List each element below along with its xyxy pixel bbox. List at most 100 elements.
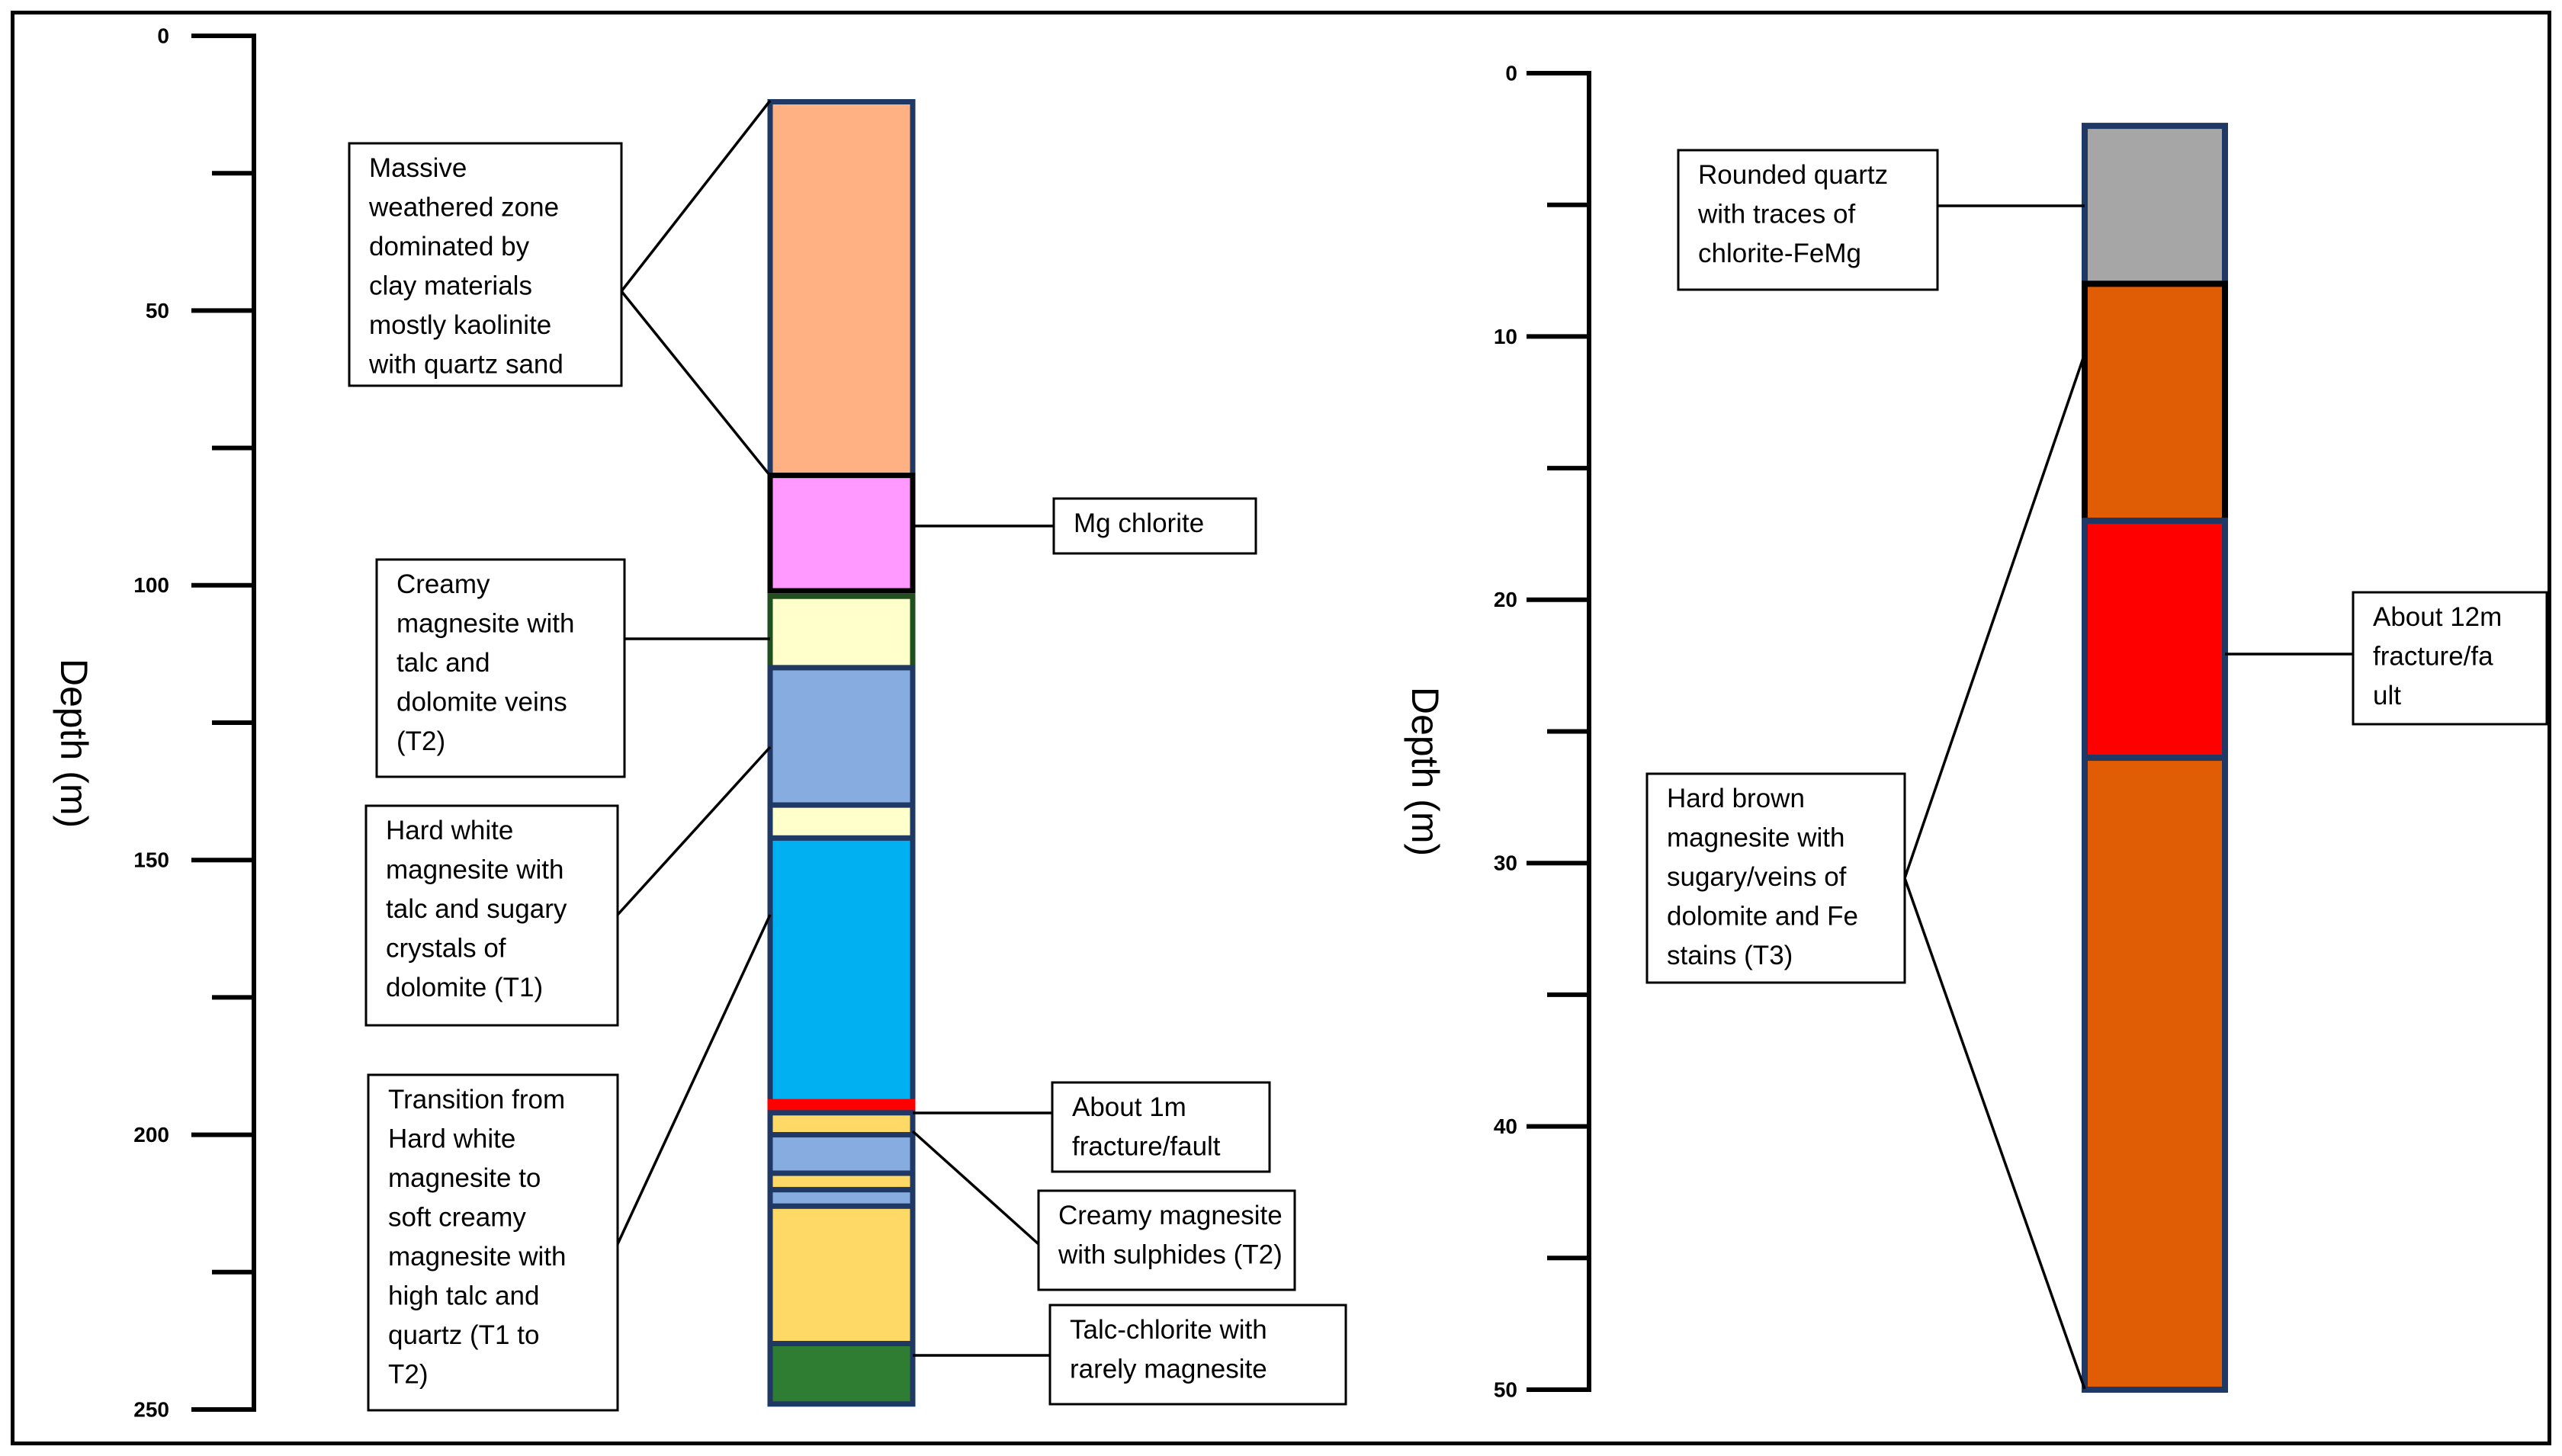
annotation-line: with quartz sand [368, 350, 563, 380]
annotation-text: Talc-chlorite with rarely magnesite [1070, 1315, 1267, 1384]
leader-line [911, 1130, 1040, 1246]
annotation-box [1051, 1081, 1271, 1173]
annotation-box [348, 142, 623, 387]
annotation-line: soft creamy [388, 1203, 526, 1233]
annotation-text: Mg chlorite [1074, 508, 1204, 538]
annotation-line: talc and [396, 648, 490, 678]
depth-tick-label: 10 [1494, 325, 1517, 348]
annotation-line: Hard brown [1667, 784, 1805, 813]
axis-title-depth: Depth (m) [1404, 687, 1446, 856]
leader-line [616, 914, 772, 1245]
annotation-line: weathered zone [368, 193, 559, 223]
annotation-box [1048, 1304, 1347, 1406]
lithology-layer [767, 98, 916, 479]
annotation-box [1677, 149, 1939, 291]
annotation-box [367, 1073, 619, 1412]
annotation-line: dominated by [369, 232, 530, 261]
annotation-line: quartz (T1 to [388, 1320, 539, 1350]
annotation-line: with traces of [1697, 200, 1855, 229]
depth-tick-label: 0 [1505, 61, 1517, 85]
annotation-line: Rounded quartz [1698, 160, 1888, 190]
annotation-line: magnesite with [388, 1242, 566, 1272]
annotation-box [1037, 1189, 1296, 1291]
annotation-box [1645, 772, 1906, 984]
annotation-line: magnesite with [396, 609, 574, 639]
annotation-text: Creamy magnesite with talc and dolomite vei… [396, 569, 574, 756]
leader-line [1903, 877, 2086, 1390]
depth-tick-label: 50 [1494, 1377, 1517, 1401]
depth-tick-label: 20 [1494, 588, 1517, 611]
lithology-layer [767, 802, 916, 841]
annotation-text: Massive weathered zone dominated by clay ma… [368, 153, 563, 380]
annotation-line: Mg chlorite [1074, 508, 1204, 538]
annotation-line: About 1m [1072, 1092, 1186, 1122]
annotation-line: Creamy magnesite [1058, 1201, 1283, 1230]
annotation-line: rarely magnesite [1070, 1355, 1267, 1384]
lithology-layer [2082, 518, 2228, 762]
depth-tick-label: 0 [157, 24, 169, 47]
annotation-text: Hard brown magnesite with sugary/veins of d… [1667, 784, 1858, 970]
annotation-line: high talc and [388, 1281, 539, 1311]
annotation-line: Transition from [388, 1085, 565, 1114]
lithology-layer [767, 593, 916, 671]
annotation-text: About 12m fracture/fa ult [2373, 602, 2502, 710]
annotation-line: dolomite (T1) [386, 973, 543, 1002]
annotation-line: magnesite to [388, 1163, 541, 1193]
leader-line [620, 290, 772, 477]
annotation-line: Creamy [396, 569, 490, 599]
annotation-line: Talc-chlorite with [1070, 1315, 1267, 1345]
annotation-line: fracture/fault [1072, 1132, 1221, 1162]
annotation-line: dolomite and Fe [1667, 902, 1858, 932]
annotation-line: Hard white [388, 1124, 515, 1154]
depth-tick-label: 200 [133, 1123, 169, 1147]
annotation-line: talc and sugary [386, 894, 567, 924]
annotation-line: magnesite with [1667, 823, 1844, 853]
lithology-layer [767, 665, 916, 808]
lithology-layer [2082, 755, 2228, 1393]
leader-line [1903, 353, 2086, 879]
leader-line [616, 746, 772, 916]
annotation-text: Creamy magnesite with sulphides (T2) [1058, 1201, 1283, 1270]
depth-tick-label: 50 [146, 299, 169, 322]
annotation-line: mostly kaolinite [369, 310, 551, 340]
depth-tick-label: 100 [133, 573, 169, 597]
annotation-line: fracture/fa [2373, 642, 2493, 672]
depth-tick-label: 40 [1494, 1114, 1517, 1138]
annotation-text: Rounded quartz with traces of chlorite-FeM… [1697, 160, 1888, 268]
lithology-layer [767, 835, 916, 1105]
depth-tick-label: 150 [133, 848, 169, 872]
lithology-layer [767, 1132, 916, 1176]
annotation-line: Massive [369, 153, 467, 183]
lithology-layer [2082, 281, 2228, 524]
annotation-line: stains (T3) [1667, 941, 1793, 970]
annotation-box [375, 558, 626, 778]
annotation-line: dolomite veins [396, 688, 567, 717]
annotation-line: T2) [388, 1360, 429, 1390]
annotation-line: ult [2373, 681, 2401, 710]
annotation-line: with sulphides (T2) [1058, 1240, 1283, 1270]
annotation-line: (T2) [396, 726, 445, 756]
annotation-line: crystals of [386, 934, 506, 964]
figure-frame [11, 11, 2551, 1445]
depth-tick-label: 30 [1494, 851, 1517, 875]
lithology-layer [767, 473, 916, 594]
annotation-line: About 12m [2373, 602, 2502, 632]
annotation-line: clay materials [369, 271, 532, 301]
right-log-group: 0 10 20 30 40 50 Depth (m) Rounded quartz with t… [1404, 61, 2548, 1401]
lithology-layer [767, 1341, 916, 1407]
lithology-layer [767, 1203, 916, 1347]
leader-line [620, 99, 772, 293]
annotation-line: sugary/veins of [1667, 862, 1847, 892]
annotation-line: Hard white [386, 816, 513, 845]
annotation-box [364, 804, 619, 1027]
annotation-box [1052, 497, 1257, 555]
annotation-line: chlorite-FeMg [1698, 239, 1861, 268]
lithology-layer [2082, 123, 2228, 287]
annotation-box [2352, 591, 2548, 726]
annotation-text: About 1m fracture/fault [1072, 1092, 1221, 1162]
lithology-layer [767, 1110, 916, 1138]
